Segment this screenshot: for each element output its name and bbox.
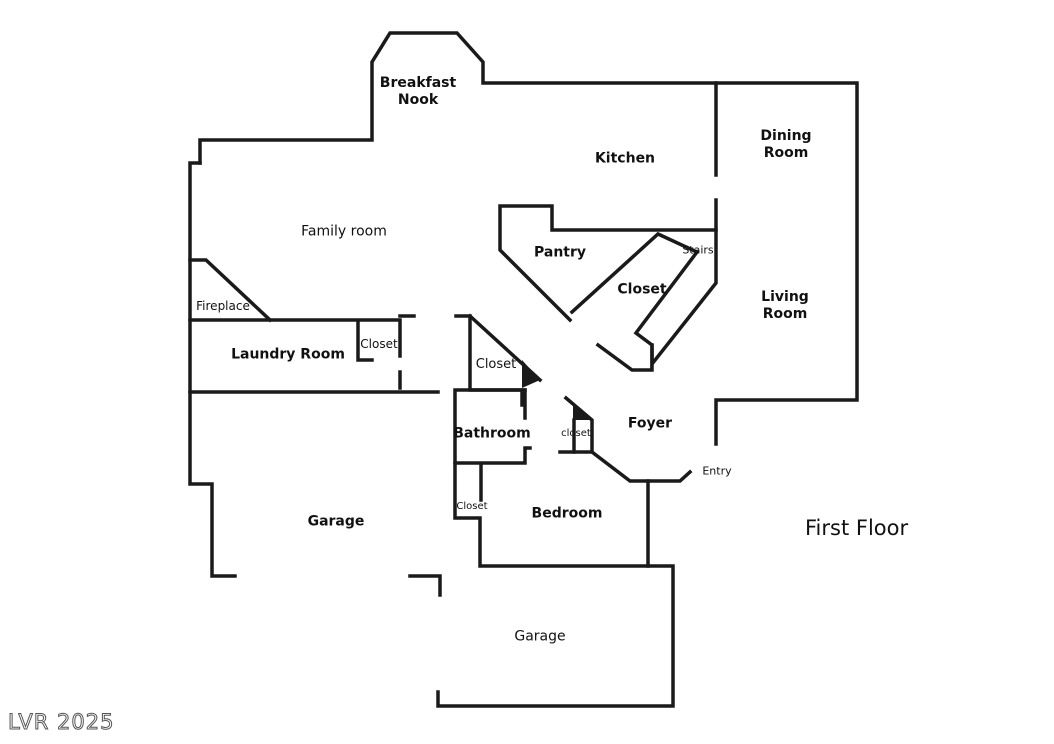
door-swing-mark [522,360,540,388]
room-label-entry: Entry [702,464,732,478]
room-label-bathroom: Bathroom [453,425,531,442]
room-label-laundry-room: Laundry Room [231,346,345,363]
garage-wall-stub [408,574,442,597]
room-label-garage-left: Garage [307,513,365,530]
laundry-wall [188,318,402,358]
room-label-pantry: Pantry [533,244,587,261]
foyer-closet-wall [558,395,594,454]
room-label-bedroom: Bedroom [531,505,603,522]
stairs-wall [569,228,718,370]
floor-title: First Floor [805,516,909,540]
room-label-kitchen: Kitchen [594,150,656,167]
room-label-closet-foyer: closet [561,428,591,439]
room-label-closet-bedroom: Closet [456,501,488,512]
room-label-closet-center: Closet [617,281,667,298]
stairs-lower-wall [595,342,654,372]
room-label-foyer: Foyer [627,415,673,432]
room-label-garage-lower: Garage [514,628,566,645]
room-label-stairs: Stairs [682,243,714,257]
room-label-fireplace: Fireplace [196,298,250,313]
foyer-closet-mark [573,405,592,420]
room-label-living-room: Living Room [761,289,809,322]
room-label-breakfast-nook: Breakfast Nook [379,75,457,108]
room-label-closet-laundry: Closet [360,336,398,351]
outer-wall-north [198,31,859,446]
room-label-closet-hall: Closet [475,357,517,373]
pantry-wall [498,198,718,323]
bathroom-south-wall [453,446,532,465]
foyer-wall [589,449,693,483]
watermark: LVR 2025 [7,710,115,735]
room-label-family-room: Family room [301,223,387,240]
fireplace-wall [188,258,273,323]
hall-closet-wall [454,314,524,407]
laundry-closet-wall [356,320,374,362]
lower-garage-wall [436,388,675,708]
room-label-dining-room: Dining Room [760,128,812,161]
outer-wall-west [188,161,237,578]
